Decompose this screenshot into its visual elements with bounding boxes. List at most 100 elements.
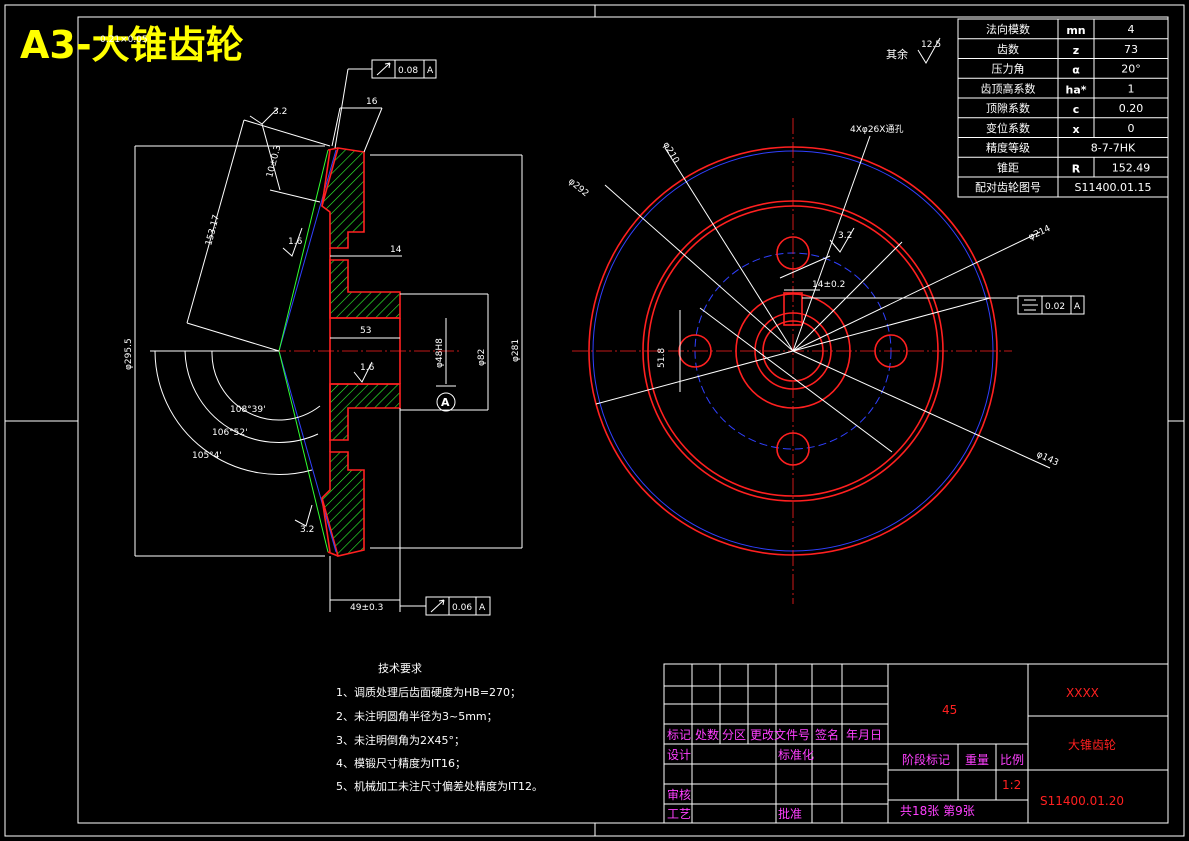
tb-review: 审核 bbox=[667, 787, 691, 802]
dim-ang1: 108°39' bbox=[230, 405, 266, 415]
gear-param-label: 法向模数 bbox=[986, 22, 1030, 36]
gear-param-label: 顶隙系数 bbox=[986, 101, 1030, 115]
gear-param-symbol: c bbox=[1073, 103, 1080, 116]
roughness-note: 其余 12.5 bbox=[886, 37, 941, 64]
gear-param-label: 齿数 bbox=[997, 43, 1019, 56]
tech-req-item-4: 4、模锻尺寸精度为IT16； bbox=[336, 756, 466, 770]
dim-d292: φ292 bbox=[566, 177, 590, 200]
tech-req-item-5: 5、机械加工未注尺寸偏差处精度为IT12。 bbox=[336, 779, 543, 793]
roughness-mark-icon bbox=[249, 107, 279, 125]
front-view: 0.02 A 4Xφ26X通孔 φ210 φ292 φ214 3.2 14±0.… bbox=[566, 118, 1085, 604]
gear-param-value: 20° bbox=[1121, 63, 1141, 76]
gear-param-label: 压力角 bbox=[992, 63, 1025, 76]
roughness-mark-icon bbox=[294, 504, 313, 527]
tb-standard: 标准化 bbox=[778, 748, 814, 762]
tech-req-item-1: 1、调质处理后齿面硬度为HB=270； bbox=[336, 685, 521, 699]
tb-date: 年月日 bbox=[846, 728, 882, 742]
dim-d143: φ143 bbox=[1035, 450, 1060, 469]
tb-approve: 批准 bbox=[778, 806, 802, 821]
dim-r16: 1.6 bbox=[288, 237, 303, 247]
gear-param-value: 4 bbox=[1128, 23, 1135, 36]
dim-d48: φ48H8 bbox=[435, 338, 445, 368]
tb-mark: 标记 bbox=[667, 728, 691, 742]
cone-line-2 bbox=[278, 350, 337, 553]
tech-req-item-2: 2、未注明圆角半径为3~5mm； bbox=[336, 709, 498, 723]
tech-req-title: 技术要求 bbox=[378, 662, 422, 675]
cone-line-4 bbox=[278, 350, 329, 553]
tb-stage: 阶段标记 bbox=[902, 752, 950, 767]
tb-material: 45 bbox=[942, 703, 957, 717]
gear-param-value: S11400.01.15 bbox=[1075, 181, 1152, 194]
gear-param-label: 齿顶高系数 bbox=[981, 81, 1036, 95]
dim-d49: 49±0.3 bbox=[350, 603, 383, 613]
dim-d281: φ281 bbox=[511, 339, 521, 362]
datum-a-label: A bbox=[441, 396, 450, 409]
section-view: 0.08 A 0.06 A A 3.2 16 10±0.3 153.17 1.6… bbox=[124, 59, 523, 616]
runout-arrow-icon bbox=[376, 62, 391, 76]
dim-ang3: 105°4' bbox=[192, 451, 222, 461]
gear-param-value: 8-7-7HK bbox=[1091, 142, 1136, 155]
sheet-title: A3-大锥齿轮 bbox=[20, 23, 244, 67]
gear-param-symbol: R bbox=[1072, 162, 1081, 175]
section-hatch-hub-top bbox=[329, 259, 401, 319]
roughness-prefix: 其余 bbox=[886, 47, 908, 61]
title-block: 标记 处数 分区 更改文件号 签名 年月日 设计 标准化 审核 工艺 批准 45… bbox=[663, 663, 1169, 824]
runout-arrow-icon bbox=[430, 599, 445, 613]
dim-d51: 51.8 bbox=[657, 348, 667, 368]
gear-param-symbol: z bbox=[1073, 44, 1079, 57]
gear-param-value: 0.20 bbox=[1119, 102, 1144, 115]
section-hatch-hub-bottom bbox=[329, 383, 401, 441]
dim-r32: 3.2 bbox=[838, 231, 852, 241]
runout-tolerance-frame-2: 0.06 A bbox=[400, 596, 491, 616]
gear-param-value: 0 bbox=[1128, 122, 1135, 135]
dim-d153: 153.17 bbox=[204, 214, 222, 247]
roughness-value: 12.5 bbox=[921, 40, 941, 50]
roughness-mark-icon bbox=[282, 227, 303, 257]
tb-designer: 设计 bbox=[667, 748, 691, 762]
tb-sheets: 共18张 第9张 bbox=[900, 804, 975, 818]
symmetry-datum: A bbox=[1074, 302, 1081, 312]
dim-ang2: 106°52' bbox=[212, 428, 248, 438]
dim-holes: 4Xφ26X通孔 bbox=[850, 124, 903, 135]
symmetry-icon bbox=[1022, 299, 1038, 311]
tb-doc: 更改文件号 bbox=[750, 727, 810, 742]
gear-param-symbol: mn bbox=[1066, 24, 1085, 37]
gear-param-value: 73 bbox=[1124, 43, 1138, 56]
gear-param-symbol: ha* bbox=[1065, 83, 1086, 96]
tb-process: 工艺 bbox=[667, 807, 691, 821]
tb-part-name: 大锥齿轮 bbox=[1068, 738, 1116, 752]
roughness-mark-icon bbox=[829, 227, 855, 253]
section-hatch-top bbox=[321, 147, 365, 249]
rotated-label: 0.21×0.05 bbox=[100, 35, 148, 45]
runout-tolerance-frame: 0.08 A bbox=[334, 59, 437, 149]
gear-param-value: 152.49 bbox=[1112, 161, 1151, 174]
symmetry-value: 0.02 bbox=[1045, 302, 1065, 312]
tb-company: XXXX bbox=[1066, 686, 1099, 700]
dim-r32b: 3.2 bbox=[300, 525, 314, 535]
tb-sign: 签名 bbox=[815, 727, 839, 742]
dim-d53: 53 bbox=[360, 326, 371, 336]
technical-requirements: 技术要求 1、调质处理后齿面硬度为HB=270； 2、未注明圆角半径为3~5mm… bbox=[336, 662, 543, 793]
gear-param-label: 精度等级 bbox=[986, 141, 1030, 155]
dim-d82: φ82 bbox=[477, 349, 487, 366]
dim-key: 14±0.2 bbox=[812, 280, 845, 290]
gear-param-label: 配对齿轮图号 bbox=[975, 180, 1041, 194]
dim-tip: 3.2 bbox=[273, 107, 287, 117]
roughness-symbol-icon bbox=[917, 37, 941, 64]
dim-d214: φ214 bbox=[1027, 224, 1052, 243]
runout-value-2: 0.06 bbox=[452, 603, 472, 613]
dim-d14: 14 bbox=[390, 245, 402, 255]
gear-param-value: 1 bbox=[1128, 82, 1135, 95]
section-hatch-bottom bbox=[321, 451, 365, 557]
runout-datum: A bbox=[427, 66, 434, 76]
dim-d210: φ210 bbox=[660, 141, 680, 166]
gear-param-symbol: x bbox=[1072, 123, 1079, 136]
gear-param-label: 锥距 bbox=[997, 161, 1019, 174]
tb-count: 处数 bbox=[695, 727, 719, 742]
symmetry-tolerance-frame: 0.02 A bbox=[1017, 295, 1085, 315]
roughness-mark-icon bbox=[353, 361, 373, 383]
tech-req-item-3: 3、未注明倒角为2X45°； bbox=[336, 733, 465, 747]
tb-scale: 1:2 bbox=[1002, 778, 1021, 792]
